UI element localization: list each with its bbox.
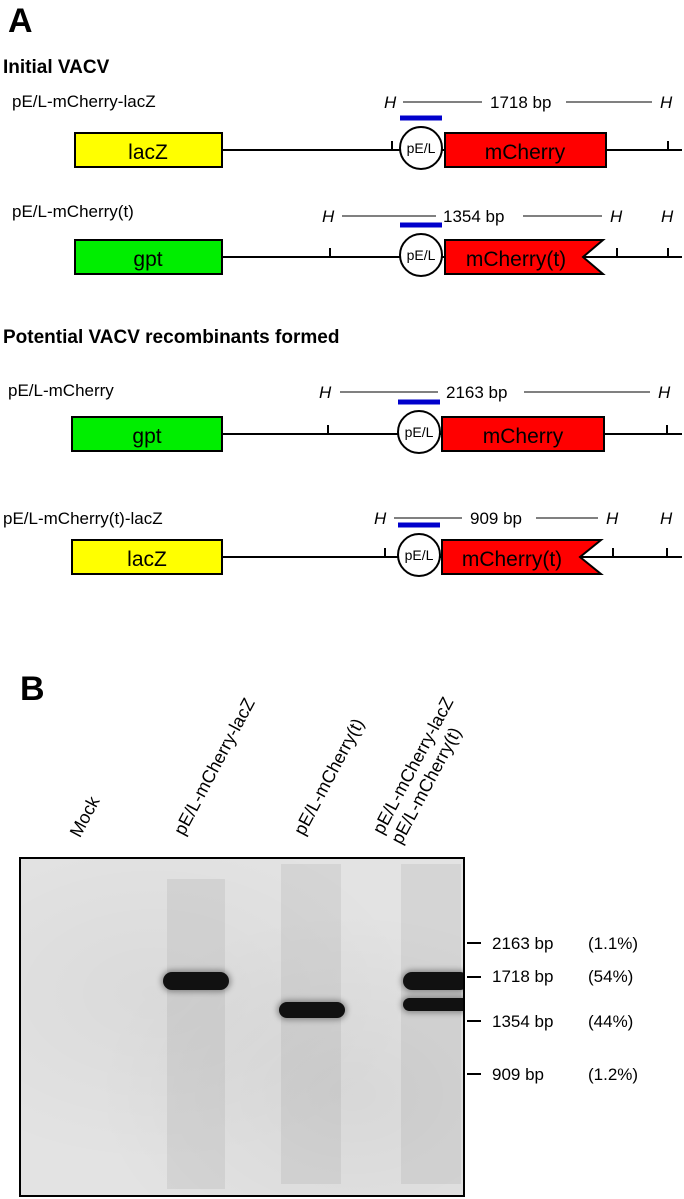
construct-name-3: pE/L-mCherry [8,381,114,400]
promoter-circle [399,126,443,170]
fragment-size: 909 bp [470,509,522,528]
construct-2: gpt mCherry(t) pE/L H 1354 bp H H [74,207,682,277]
promoter-circle [399,233,443,277]
panel-a-letter: A [8,2,33,40]
h-site: H [374,509,387,528]
h-site: H [610,207,623,226]
gene-label-gpt: gpt [132,425,161,448]
construct-3: gpt mCherry pE/L H 2163 bp H [71,383,682,454]
construct-name-4: pE/L-mCherry(t)-lacZ [3,509,163,528]
h-site: H [322,207,335,226]
gene-label-gpt: gpt [133,248,162,271]
marker-tick [467,1073,481,1075]
lane-label-mcherry-lacz: pE/L-mCherry-lacZ [169,694,259,839]
promoter-circle [397,533,441,577]
panel-b-letter: B [20,670,45,708]
gene-label-lacz: lacZ [127,548,167,571]
lacz-box [74,132,223,168]
h-site: H [319,383,332,402]
construct-4: lacZ mCherry(t) pE/L H 909 bp H H [71,509,682,577]
mcherry-t-box [441,539,604,575]
band-lane3-1354 [279,1002,345,1018]
gene-label-mcherry: mCherry [483,425,564,448]
marker-tick [467,1020,481,1022]
band-lane4-1354 [403,998,463,1011]
mcherry-box [444,132,607,168]
southern-blot-gel [19,857,465,1197]
band-lane2-1718 [163,972,229,990]
gene-label-mcherry-t: mCherry(t) [462,548,562,571]
gene-label-lacz: lacZ [128,141,168,164]
construct-name-1: pE/L-mCherry-lacZ [12,92,156,111]
h-site: H [661,207,674,226]
mcherry-box [441,416,605,452]
gpt-box [74,239,223,275]
gpt-box [71,416,223,452]
gene-label-mcherry: mCherry [485,141,566,164]
lane-smear [281,864,341,1184]
marker-tick [467,976,481,978]
band-lane4-1718 [403,972,463,990]
promoter-label: pE/L [405,547,434,563]
promoter-label: pE/L [407,140,436,156]
lane-label-coinfection: pE/L-mCherry-lacZ pE/L-mCherry(t) [368,693,465,848]
lacz-box [71,539,223,575]
h-site: H [606,509,619,528]
marker-1718: 1718 bp(54%) [492,967,634,986]
lane-smear [401,864,461,1184]
promoter-circle [397,410,441,454]
fragment-size: 1718 bp [490,93,551,112]
fragment-size: 2163 bp [446,383,507,402]
initial-vacv-title: Initial VACV [3,57,110,78]
marker-tick [467,942,481,944]
lane-smear [167,879,225,1189]
gene-label-mcherry-t: mCherry(t) [466,248,566,271]
h-site: H [660,93,673,112]
h-site: H [384,93,397,112]
construct-1: lacZ mCherry pE/L H 1718 bp H [74,93,682,170]
h-site: H [660,509,673,528]
mcherry-t-box [444,239,606,275]
h-site: H [658,383,671,402]
marker-1354: 1354 bp(44%) [492,1012,634,1031]
lane-label-mcherry-t: pE/L-mCherry(t) [289,715,368,839]
construct-diagrams: lacZ mCherry pE/L H 1718 bp H gpt mCherr… [71,93,682,577]
fragment-size: 1354 bp [443,207,504,226]
lane-label-mock: Mock [65,792,104,841]
marker-909: 909 bp(1.2%) [492,1065,639,1084]
construct-name-2: pE/L-mCherry(t) [12,202,134,221]
marker-2163: 2163 bp(1.1%) [492,934,639,953]
recombinants-title: Potential VACV recombinants formed [3,327,340,348]
promoter-label: pE/L [407,247,436,263]
promoter-label: pE/L [405,424,434,440]
